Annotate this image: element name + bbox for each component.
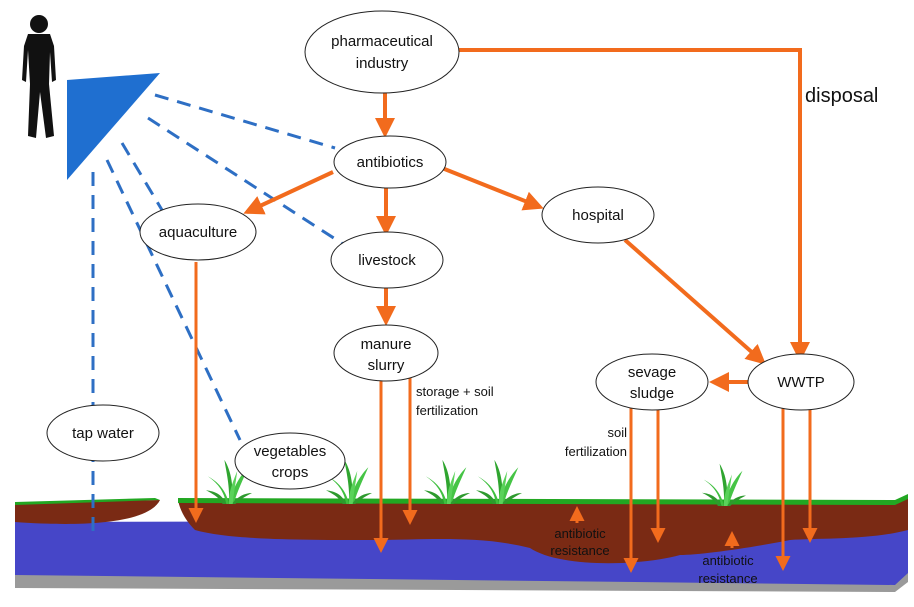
- ground-block: [15, 494, 908, 592]
- arrow-pharma-wwtp: [458, 48, 810, 362]
- node-label: tap water: [72, 425, 134, 442]
- node-label: sevage: [628, 364, 676, 381]
- plant-icon: [476, 459, 522, 504]
- node-label: WWTP: [777, 374, 824, 391]
- flow-arrows: [243, 48, 810, 392]
- label-line: fertilization: [565, 444, 627, 459]
- exposure-cone-icon: [67, 73, 160, 180]
- antibiotic-resistance-soil-label: antibiotic resistance: [550, 526, 609, 558]
- arrow-hospital-wwtp: [623, 238, 766, 365]
- node-label: crops: [272, 464, 309, 481]
- exposure-line-vegetables: [105, 159, 242, 441]
- node-label: aquaculture: [159, 224, 237, 241]
- label-line: resistance: [550, 543, 609, 558]
- exposure-line-livestock: [147, 116, 344, 246]
- label-line: antibiotic: [702, 553, 754, 568]
- node-label: vegetables: [254, 443, 327, 460]
- label-line: soil: [607, 425, 627, 440]
- label-line: fertilization: [416, 403, 478, 418]
- label-line: storage + soil: [416, 384, 494, 399]
- node-pharmaceutical-industry: pharmaceutical industry: [304, 10, 460, 94]
- disposal-label: disposal: [805, 85, 878, 107]
- node-label: livestock: [358, 252, 416, 269]
- node-label: pharmaceutical: [331, 33, 433, 50]
- node-label: industry: [356, 55, 409, 72]
- grass-layer: [15, 494, 908, 505]
- exposure-line-antibiotics: [154, 93, 336, 150]
- node-label: antibiotics: [357, 154, 424, 171]
- arrow-antibiotics-hospital: [441, 166, 544, 211]
- label-line: resistance: [698, 571, 757, 586]
- node-label: hospital: [572, 207, 624, 224]
- node-label: manure: [361, 336, 412, 353]
- node-label: slurry: [368, 357, 405, 374]
- label-line: antibiotic: [554, 526, 606, 541]
- arrow-antibiotics-aquaculture: [243, 170, 334, 215]
- node-antibiotics: antibiotics: [333, 135, 447, 189]
- soil-layer: [15, 496, 908, 564]
- antibiotic-resistance-water-label: antibiotic resistance: [698, 553, 757, 586]
- node-label: sludge: [630, 385, 674, 402]
- node-aquaculture: aquaculture: [139, 203, 257, 261]
- node-sewage-sludge: sevage sludge: [595, 353, 709, 411]
- plant-icon: [424, 459, 470, 504]
- node-manure-slurry: manure slurry: [333, 324, 439, 382]
- node-vegetables-crops: vegetables crops: [234, 432, 346, 490]
- exposure-line-aquaculture: [120, 142, 164, 211]
- node-tap-water: tap water: [46, 404, 160, 462]
- person-silhouette-icon: [22, 15, 56, 138]
- storage-fertilization-label: storage + soil fertilization: [416, 384, 494, 418]
- exposure-lines: [91, 93, 344, 540]
- node-livestock: livestock: [330, 231, 444, 289]
- soil-fertilization-label: soil fertilization: [565, 425, 627, 459]
- soil-arrows: [188, 262, 818, 573]
- node-wwtp: WWTP: [747, 353, 855, 411]
- node-hospital: hospital: [541, 186, 655, 244]
